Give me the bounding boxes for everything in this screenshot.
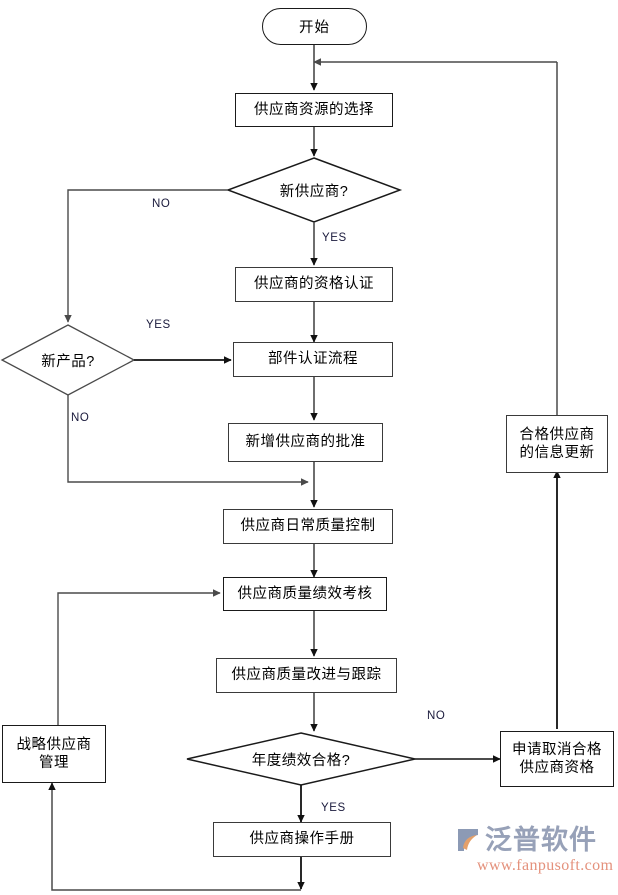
watermark-brand-row: 泛普软件 — [455, 826, 618, 854]
edge-new-supplier-no — [64, 189, 228, 323]
edge-label-new-product-no: NO — [71, 412, 89, 424]
node-supplier-operation-manual[interactable]: 供应商操作手册 — [213, 822, 391, 857]
node-qualified-supplier-update[interactable]: 合格供应商 的信息更新 — [506, 415, 608, 473]
node-qualified-supplier-update-label-line1: 合格供应商 — [519, 426, 595, 443]
edge-label-new-supplier-yes: YES — [322, 232, 347, 244]
node-new-supplier-approval[interactable]: 新增供应商的批准 — [228, 423, 383, 462]
edge-label-annual-performance-yes-text: YES — [321, 802, 346, 814]
node-cancel-qualification-label-line2: 供应商资格 — [519, 760, 595, 776]
edge-label-new-supplier-yes-text: YES — [322, 232, 347, 244]
watermark-url-text: www.fanpusoft.com — [477, 857, 614, 874]
edge-label-new-product-yes: YES — [146, 319, 171, 331]
edge-label-annual-performance-no: NO — [427, 710, 445, 722]
node-strategic-supplier-management-label-line1: 战略供应商 — [16, 736, 92, 753]
decision-shape-annual-performance — [186, 732, 416, 786]
fanpu-logo-icon — [458, 829, 478, 851]
edge-new-product-no — [67, 395, 309, 486]
decision-shape-new-product — [0, 324, 136, 396]
edge-label-new-product-no-text: NO — [71, 412, 90, 424]
edge-strategic-to-review — [57, 589, 221, 725]
decision-shape-new-supplier — [225, 157, 403, 223]
edge-label-new-supplier-no-text: NO — [152, 198, 171, 210]
node-quality-improvement-tracking[interactable]: 供应商质量改进与跟踪 — [216, 658, 397, 693]
node-strategic-supplier-management-label-line2: 管理 — [39, 755, 69, 771]
node-component-certification[interactable]: 部件认证流程 — [233, 342, 393, 377]
node-cancel-qualification-label-line1: 申请取消合格 — [512, 741, 602, 758]
edge-label-annual-performance-no-text: NO — [427, 710, 446, 722]
edge-bottom-rail-to-strategic — [48, 782, 301, 891]
edge-label-annual-performance-yes: YES — [321, 802, 346, 814]
node-new-supplier-approval-label: 新增供应商的批准 — [245, 434, 366, 451]
node-supplier-operation-manual-label: 供应商操作手册 — [249, 831, 355, 848]
edge-label-new-product-yes-text: YES — [146, 319, 171, 331]
node-cancel-qualification[interactable]: 申请取消合格 供应商资格 — [500, 731, 614, 787]
node-strategic-supplier-management[interactable]: 战略供应商 管理 — [2, 725, 106, 783]
node-daily-quality-control[interactable]: 供应商日常质量控制 — [223, 509, 393, 544]
node-qualified-supplier-update-label-line2: 的信息更新 — [519, 445, 595, 461]
watermark: 泛普软件 www.fanpusoft.com — [455, 826, 618, 892]
node-supplier-qualification-label: 供应商的资格认证 — [254, 276, 374, 293]
node-quality-improvement-tracking-label: 供应商质量改进与跟踪 — [231, 667, 382, 684]
node-supplier-qualification[interactable]: 供应商的资格认证 — [235, 267, 393, 302]
edge-label-new-supplier-no: NO — [152, 198, 170, 210]
node-start[interactable]: 开始 — [262, 8, 367, 45]
node-quality-performance-review[interactable]: 供应商质量绩效考核 — [223, 577, 387, 611]
node-quality-performance-review-label: 供应商质量绩效考核 — [237, 585, 373, 602]
watermark-brand-text: 泛普软件 — [485, 824, 597, 855]
node-supplier-resource-selection-label: 供应商资源的选择 — [254, 101, 374, 118]
node-supplier-resource-selection[interactable]: 供应商资源的选择 — [235, 93, 393, 127]
node-daily-quality-control-label: 供应商日常质量控制 — [240, 518, 376, 535]
node-start-label: 开始 — [299, 20, 330, 36]
node-component-certification-label: 部件认证流程 — [268, 351, 358, 368]
